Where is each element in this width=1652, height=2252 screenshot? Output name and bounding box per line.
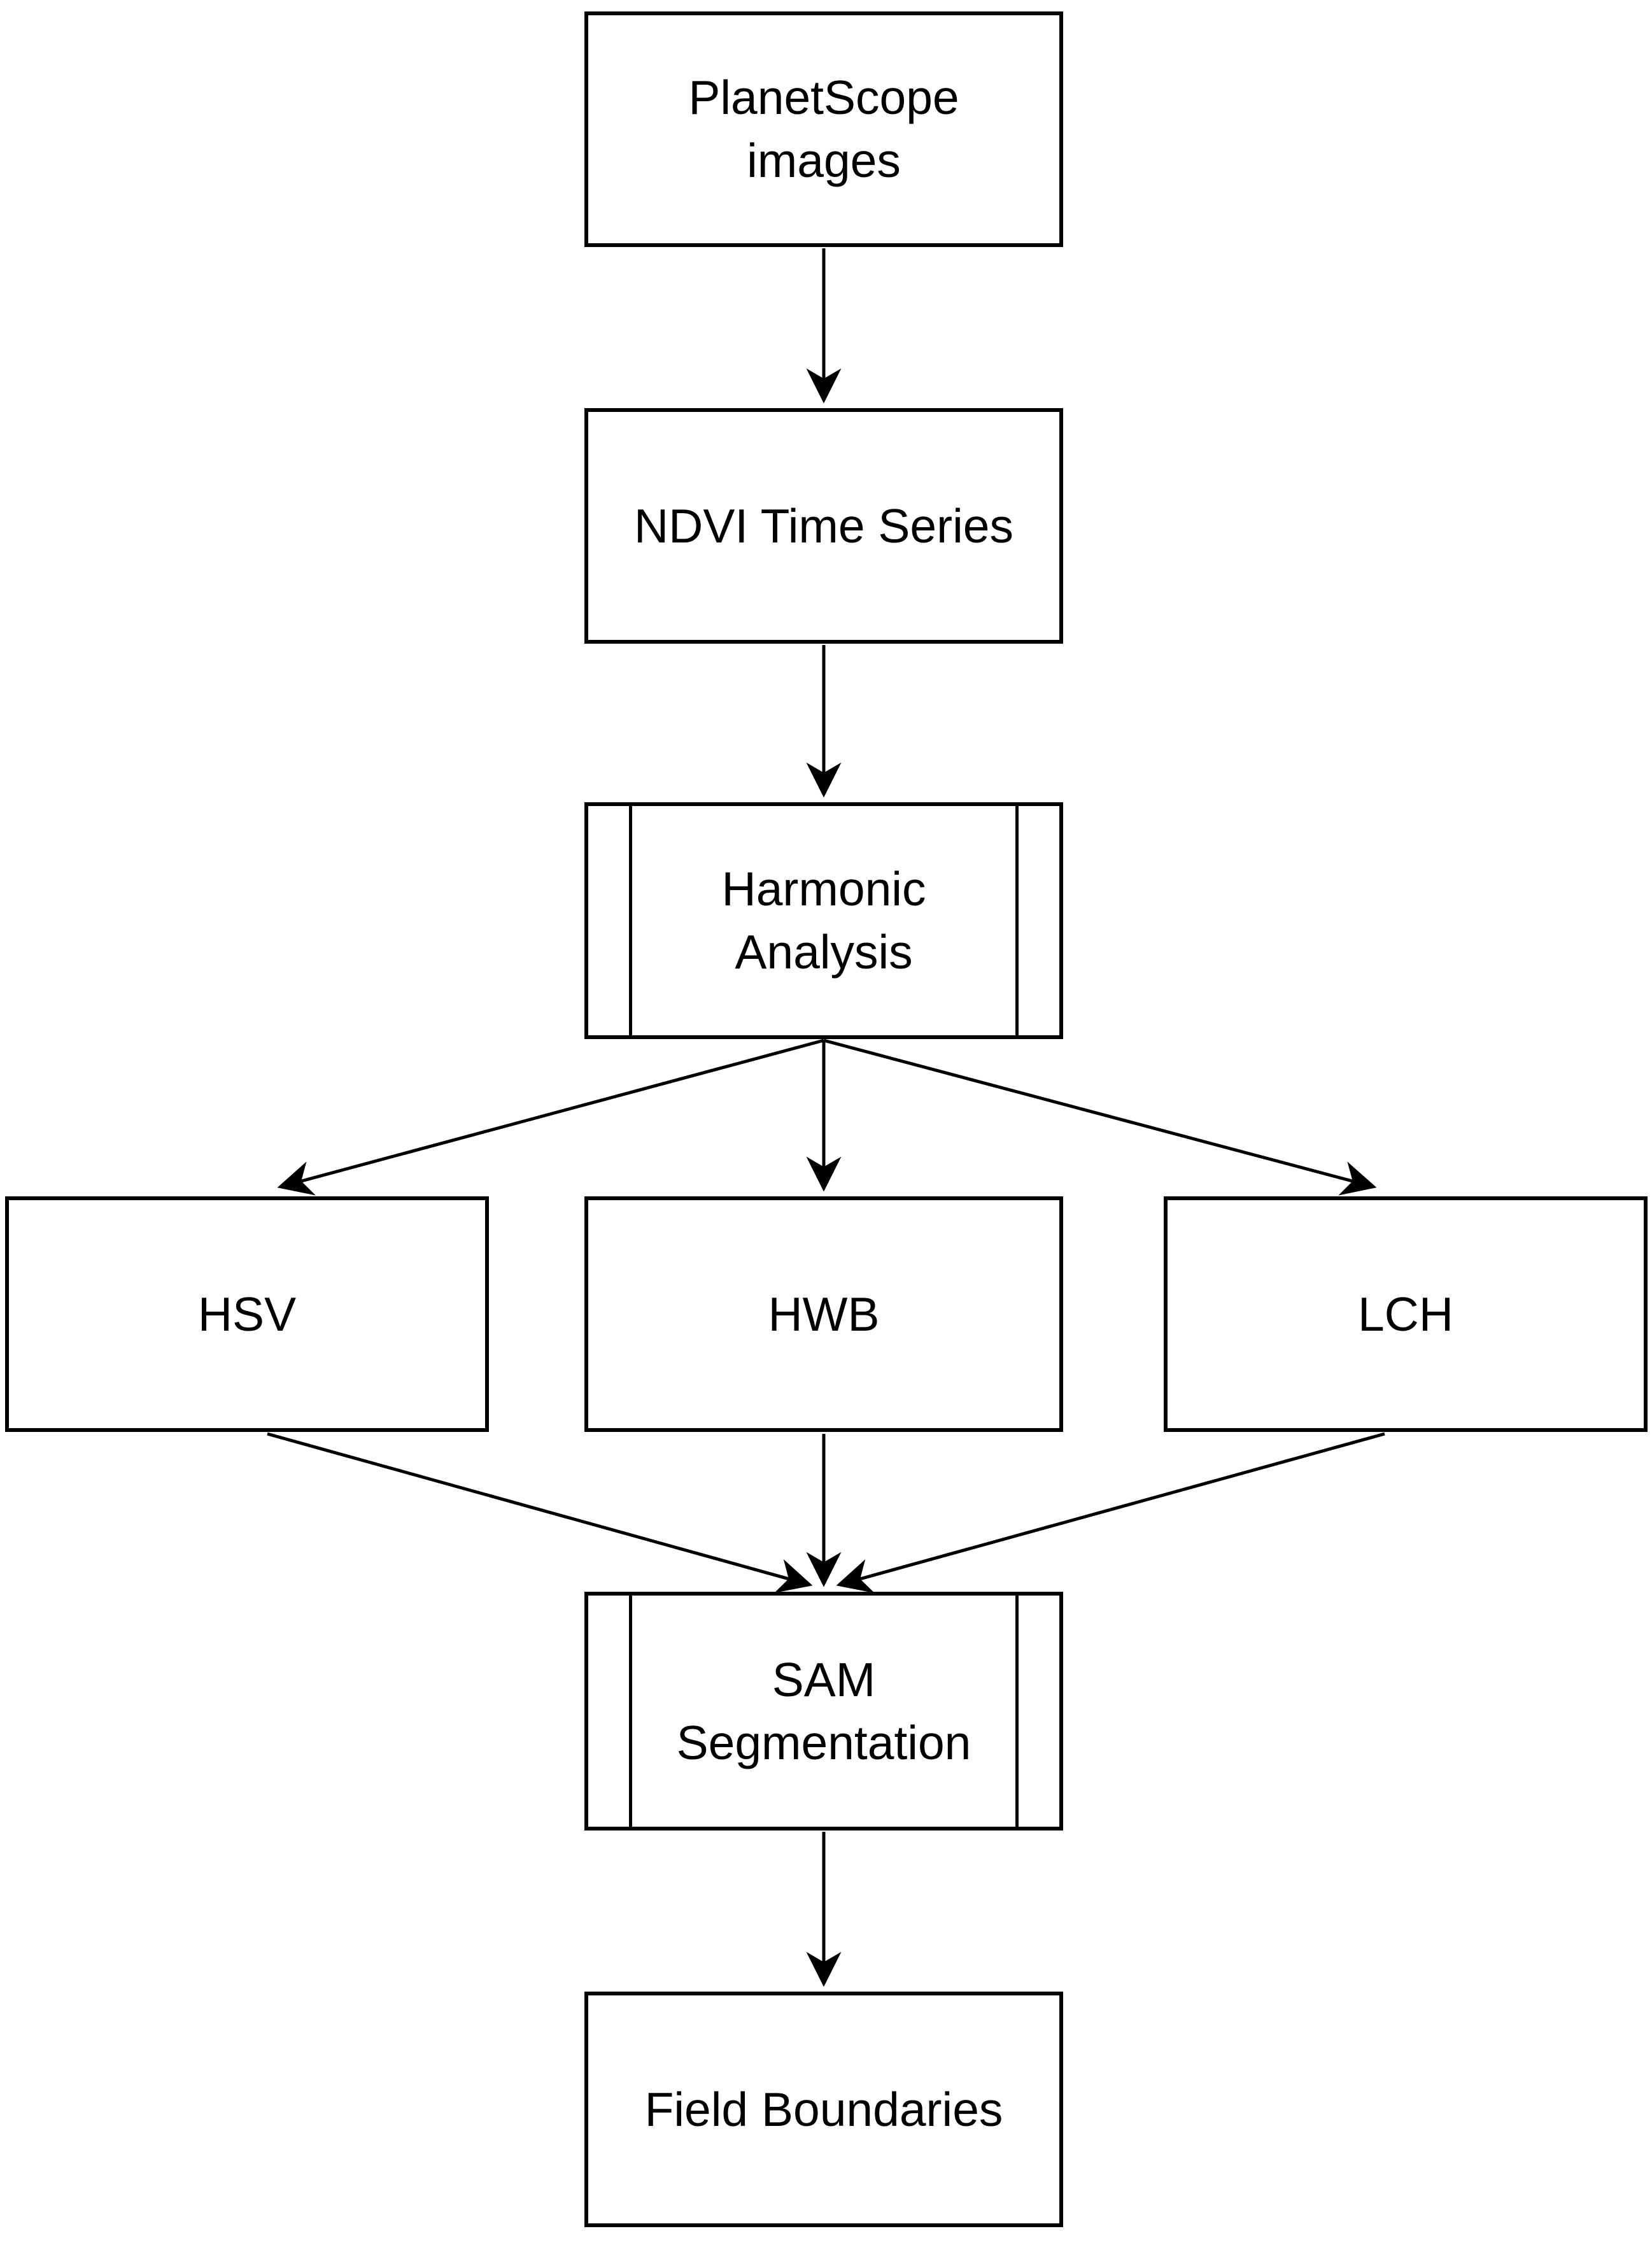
node-hsv-label: HSV [197,1287,297,1341]
edge-harmonic-to-hsv [277,1038,824,1196]
node-sam-segmentation: SAM Segmentation [584,1592,1063,1831]
node-harmonic-analysis-label: Harmonic Analysis [721,862,926,979]
node-planetscope-images: PlanetScope images [584,11,1063,247]
node-harmonic-analysis: Harmonic Analysis [584,802,1063,1039]
edge-lch-to-sam [836,1432,1385,1594]
node-hwb-label: HWB [768,1287,880,1341]
node-ndvi-time-series: NDVI Time Series [584,408,1063,644]
predefined-process-bar-right [1015,806,1019,1035]
edge-hsv-to-sam [267,1432,813,1593]
predefined-process-bar-left [629,806,632,1035]
predefined-process-bar-left [629,1596,632,1827]
node-hwb: HWB [584,1196,1063,1432]
node-field-boundaries: Field Boundaries [584,1992,1063,2227]
node-lch-label: LCH [1357,1287,1454,1341]
node-sam-segmentation-label: SAM Segmentation [676,1652,971,1769]
node-planetscope-images-label: PlanetScope images [688,71,959,187]
edge-harmonic-to-lch [823,1038,1377,1196]
node-field-boundaries-label: Field Boundaries [644,2082,1003,2136]
node-hsv: HSV [5,1196,489,1432]
predefined-process-bar-right [1015,1596,1019,1827]
node-ndvi-time-series-label: NDVI Time Series [634,499,1013,553]
node-lch: LCH [1164,1196,1648,1432]
